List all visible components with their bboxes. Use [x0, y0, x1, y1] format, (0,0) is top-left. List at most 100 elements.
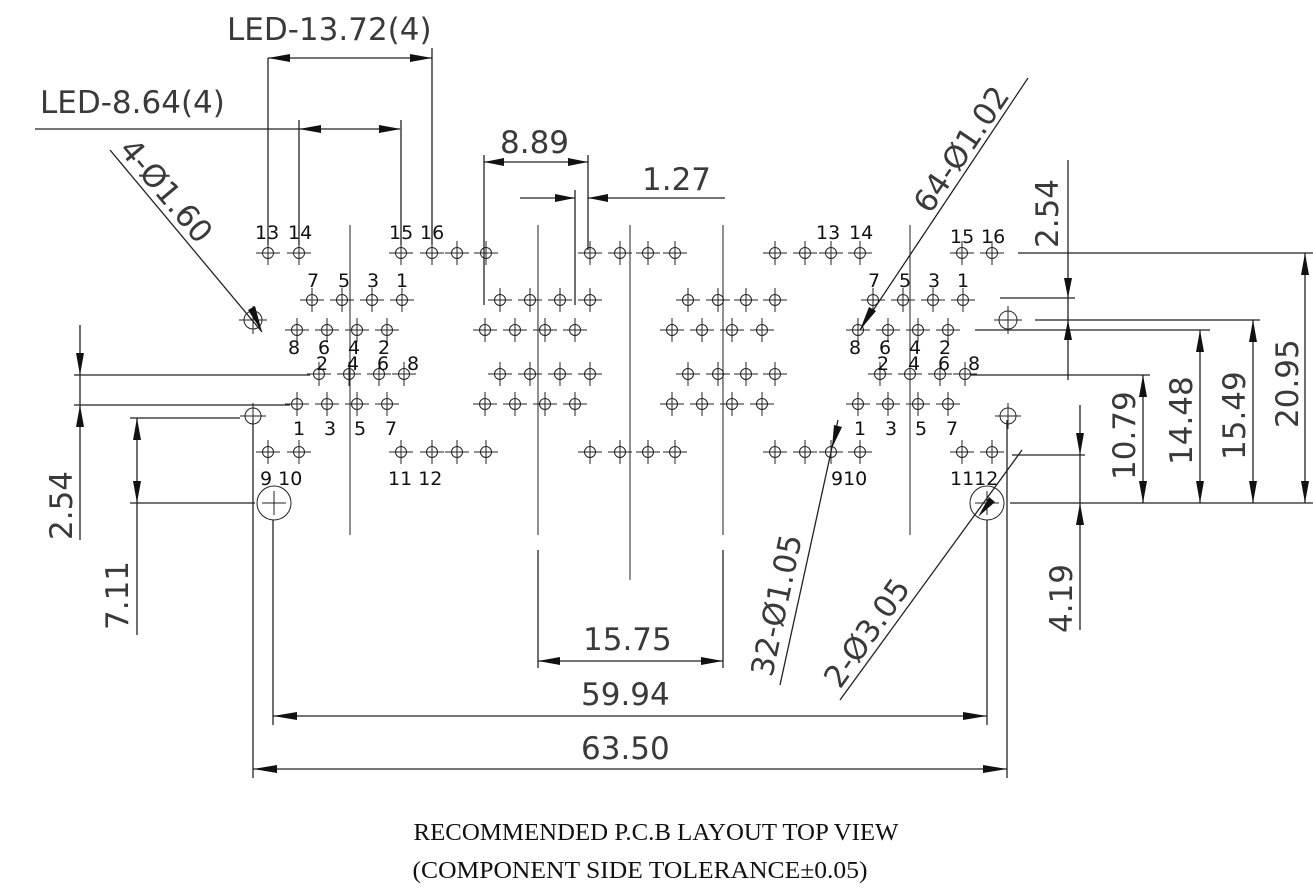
pcb-hole [951, 288, 975, 312]
pin-label: 2 [877, 353, 889, 375]
pcb-hole [473, 318, 497, 342]
pin-label: 4 [908, 353, 920, 375]
pcb-hole [663, 241, 687, 265]
dim-hole-32-105: 32-Ø1.05 [745, 531, 810, 679]
pin-label: 8 [288, 337, 300, 359]
dim-2-54-top: 2.54 [1030, 179, 1066, 248]
pcb-hole [980, 241, 1004, 265]
pcb-hole [375, 318, 399, 342]
pcb-hole [921, 288, 945, 312]
pin-label: 9 10 [260, 468, 302, 490]
dim-7-11: 7.11 [100, 561, 136, 630]
pcb-hole [891, 288, 915, 312]
dim-2-54-left: 2.54 [44, 471, 80, 540]
pcb-hole [660, 392, 684, 416]
pcb-hole [676, 288, 700, 312]
pin-label: 910 [831, 468, 867, 490]
pin-label: 8 [968, 353, 980, 375]
pcb-hole [474, 241, 498, 265]
pcb-hole [256, 440, 280, 464]
pin-label: 5 [338, 270, 350, 292]
pin-label: 2 [939, 337, 951, 359]
pcb-hole [750, 318, 774, 342]
pin-label: 6 [377, 353, 389, 375]
pin-label: 16 [420, 222, 444, 244]
pcb-hole [445, 440, 469, 464]
pcb-hole [473, 392, 497, 416]
dim-hole-4-160: 4-Ø1.60 [112, 132, 220, 250]
pcb-hole [563, 318, 587, 342]
pin-label: 8 [407, 353, 419, 375]
pcb-hole [488, 288, 512, 312]
pin-label: 3 [324, 418, 336, 440]
pcb-hole [953, 362, 977, 386]
pcb-hole [389, 440, 413, 464]
pcb-hole [420, 440, 444, 464]
pcb-hole [994, 306, 1022, 334]
pin-label: 4 [909, 337, 921, 359]
pcb-hole [488, 362, 512, 386]
pcb-hole [706, 362, 730, 386]
pcb-hole [819, 241, 843, 265]
pin-label: 6 [938, 353, 950, 375]
pcb-hole [563, 392, 587, 416]
pcb-hole [578, 241, 602, 265]
dim-59-94: 59.94 [581, 677, 670, 713]
pcb-hole [474, 440, 498, 464]
pin-label: 13 [816, 222, 840, 244]
pcb-hole [734, 362, 758, 386]
pcb-hole [337, 362, 361, 386]
pcb-hole [375, 392, 399, 416]
dim-led-8-64: LED-8.64(4) [40, 85, 225, 121]
pcb-hole [307, 362, 331, 386]
pin-label: 1 [396, 270, 408, 292]
pcb-hole [503, 392, 527, 416]
pcb-hole [300, 288, 324, 312]
pcb-hole [315, 392, 339, 416]
pin-label: 8 [849, 337, 861, 359]
caption-tolerance: (COMPONENT SIDE TOLERANCE±0.05) [413, 858, 868, 884]
pin-label: 14 [288, 222, 312, 244]
dimension-lines [35, 48, 1313, 778]
pcb-hole [503, 318, 527, 342]
dim-8-89: 8.89 [500, 125, 569, 161]
pcb-hole [995, 403, 1021, 429]
dim-15-49: 15.49 [1217, 371, 1253, 460]
pcb-hole [846, 318, 870, 342]
pin-label: 2 [316, 353, 328, 375]
pcb-hole [793, 440, 817, 464]
pcb-hole [345, 392, 369, 416]
pin-label: 14 [849, 222, 873, 244]
pin-label: 1 [293, 418, 305, 440]
pcb-hole [608, 241, 632, 265]
pcb-hole [950, 241, 974, 265]
pcb-hole [578, 440, 602, 464]
pcb-hole [287, 440, 311, 464]
pin-label: 2 [378, 337, 390, 359]
pcb-hole [936, 318, 960, 342]
pcb-hole [876, 392, 900, 416]
pcb-hole [636, 440, 660, 464]
pcb-hole [548, 362, 572, 386]
pcb-hole [315, 318, 339, 342]
pcb-hole [936, 392, 960, 416]
pin-label: 5 [354, 418, 366, 440]
pcb-hole [533, 392, 557, 416]
dim-led-13-72: LED-13.72(4) [227, 12, 432, 48]
pin-label: 4 [348, 337, 360, 359]
pin-label: 3 [928, 270, 940, 292]
pcb-hole [360, 288, 384, 312]
pcb-hole [578, 362, 602, 386]
pcb-hole [285, 318, 309, 342]
dim-14-48: 14.48 [1164, 376, 1200, 465]
pin-label: 7 [946, 418, 958, 440]
pcb-hole [848, 440, 872, 464]
pin-label: 11 12 [388, 468, 442, 490]
pin-label: 4 [347, 353, 359, 375]
pin-label: 16 [981, 226, 1005, 248]
pcb-hole [445, 241, 469, 265]
dim-hole-2-305: 2-Ø3.05 [817, 572, 918, 695]
pcb-hole [876, 318, 900, 342]
pin-label: 5 [915, 418, 927, 440]
